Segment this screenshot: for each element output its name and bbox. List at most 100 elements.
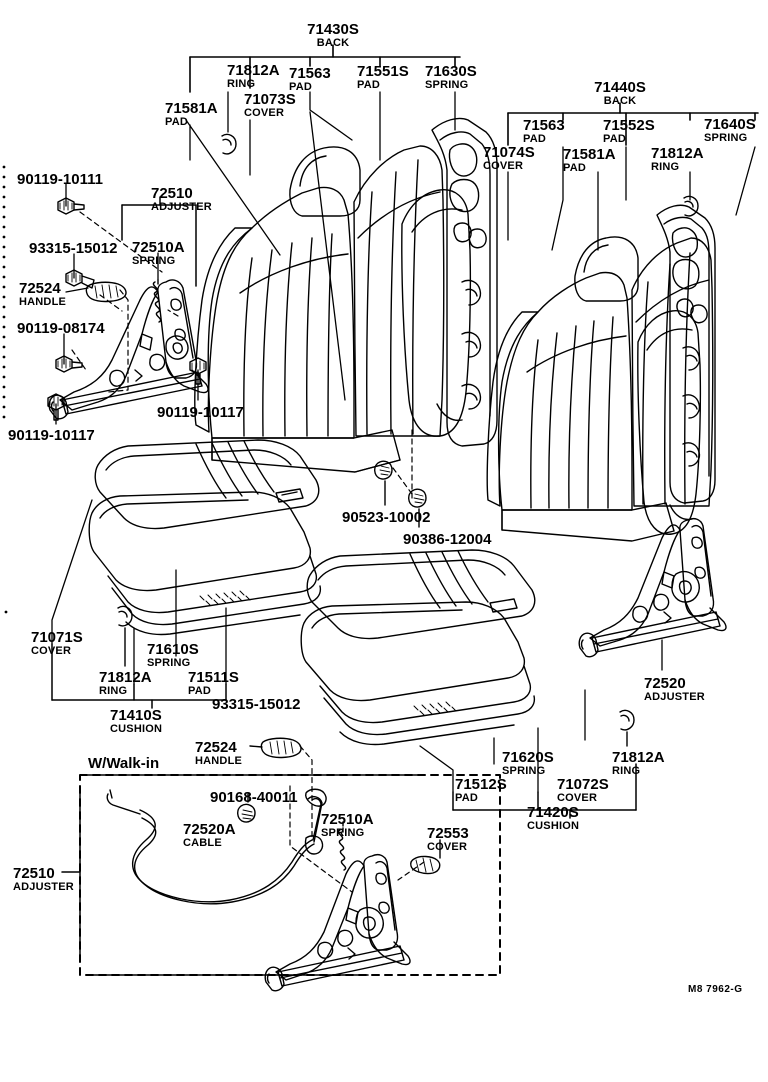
left-seat-back-illustration bbox=[194, 117, 498, 473]
label-71420s-number: 71420S bbox=[527, 804, 579, 821]
label-71620s: 71620S SPRING bbox=[502, 750, 554, 777]
walkin-adjuster-illustration bbox=[264, 821, 411, 992]
label-71812a-back-left-name: RING bbox=[227, 78, 256, 90]
label-71072s-number: 71072S bbox=[557, 776, 609, 793]
label-71074s-name: COVER bbox=[483, 160, 524, 172]
label-71072s-name: COVER bbox=[557, 792, 598, 804]
bracket-71410s bbox=[51, 643, 227, 709]
label-71563-left: 71563 PAD bbox=[289, 66, 331, 93]
label-90119-10111-number: 90119-10111 bbox=[17, 171, 103, 188]
label-90119-10117-right-number: 90119-10117 bbox=[157, 404, 244, 421]
label-90168-40011: 90168-40011 bbox=[210, 790, 298, 805]
label-71620s-name: SPRING bbox=[502, 765, 546, 777]
label-90119-10111: 90119-10111 bbox=[17, 172, 103, 187]
left-adjuster-hardware bbox=[47, 197, 207, 421]
label-90119-10117-right: 90119-10117 bbox=[157, 405, 244, 420]
label-72510a-upper-number: 72510A bbox=[132, 239, 185, 256]
label-72553: 72553 COVER bbox=[427, 826, 469, 853]
label-71073s-name: COVER bbox=[244, 107, 285, 119]
label-71812a-cushion-left: 71812A RING bbox=[99, 670, 152, 697]
label-71440s-name: BACK bbox=[603, 95, 637, 107]
label-72553-name: COVER bbox=[427, 841, 468, 853]
label-71552s-name: PAD bbox=[603, 133, 627, 145]
label-90119-08174: 90119-08174 bbox=[17, 321, 105, 336]
label-71610s: 71610S SPRING bbox=[147, 642, 199, 669]
label-71430s-number: 71430S bbox=[307, 21, 359, 38]
label-71812a-cushion-right-number: 71812A bbox=[612, 749, 665, 766]
left-seat-cushion-illustration bbox=[88, 439, 322, 636]
label-71640s-name: SPRING bbox=[704, 132, 748, 144]
label-93315-15012-upper-number: 93315-15012 bbox=[29, 240, 118, 257]
ring-71812a-cushion-left bbox=[117, 605, 133, 667]
label-71812a-cushion-right: 71812A RING bbox=[612, 750, 665, 777]
label-71551s: 71551S PAD bbox=[357, 64, 409, 91]
label-71071s-number: 71071S bbox=[31, 629, 83, 646]
label-71581a-right: 71581A PAD bbox=[563, 147, 616, 174]
label-71440s-number: 71440S bbox=[594, 79, 646, 96]
label-71512s-name: PAD bbox=[455, 792, 479, 804]
walkin-handle-72524 bbox=[249, 737, 313, 839]
label-93315-15012-lower-number: 93315-15012 bbox=[212, 696, 301, 713]
label-71812a-back-right-name: RING bbox=[651, 161, 680, 173]
label-71581a-left-name: PAD bbox=[165, 116, 189, 128]
label-71812a-cushion-right-name: RING bbox=[612, 765, 641, 777]
label-72520-number: 72520 bbox=[644, 675, 686, 692]
right-seat-back-illustration bbox=[486, 204, 716, 542]
bracket-72510 bbox=[121, 196, 197, 287]
bracket-71440s bbox=[507, 102, 759, 146]
label-71640s: 71640S SPRING bbox=[704, 117, 756, 144]
bracket-71430s bbox=[189, 44, 461, 93]
label-71074s: 71074S COVER bbox=[483, 145, 535, 172]
label-72553-number: 72553 bbox=[427, 825, 469, 842]
label-72510a-upper-name: SPRING bbox=[132, 255, 176, 267]
label-71581a-left-number: 71581A bbox=[165, 100, 218, 117]
label-71812a-back-left-number: 71812A bbox=[227, 62, 280, 79]
label-71812a-cushion-left-number: 71812A bbox=[99, 669, 152, 686]
label-71610s-name: SPRING bbox=[147, 657, 191, 669]
label-71074s-number: 71074S bbox=[483, 144, 535, 161]
label-90523-10002-number: 90523-10002 bbox=[342, 509, 431, 526]
label-72510-walkin-number: 72510 bbox=[13, 865, 55, 882]
right-seat-cushion-illustration bbox=[300, 549, 536, 746]
label-71563-right-name: PAD bbox=[523, 133, 547, 145]
label-71420s: 71420S CUSHION bbox=[527, 805, 579, 832]
label-71812a-back-right: 71812A RING bbox=[651, 146, 704, 173]
label-71410s-name: CUSHION bbox=[110, 723, 163, 735]
leaders-71430s bbox=[185, 91, 456, 401]
label-71071s-name: COVER bbox=[31, 645, 72, 657]
walkin-box-solid-edges bbox=[87, 774, 419, 976]
label-72510a-walkin-number: 72510A bbox=[321, 811, 374, 828]
label-71563-left-number: 71563 bbox=[289, 65, 331, 82]
label-90386-12004: 90386-12004 bbox=[403, 532, 491, 547]
ring-71812a-right bbox=[683, 195, 699, 217]
label-72524-upper-number: 72524 bbox=[19, 280, 61, 297]
label-71812a-cushion-left-name: RING bbox=[99, 685, 128, 697]
cable-72520a bbox=[106, 788, 327, 905]
label-72520a-number: 72520A bbox=[183, 821, 236, 838]
label-71512s: 71512S PAD bbox=[455, 777, 507, 804]
label-71563-right: 71563 PAD bbox=[523, 118, 565, 145]
label-72520a-name: CABLE bbox=[183, 837, 222, 849]
label-72510-upper-name: ADJUSTER bbox=[151, 201, 212, 213]
label-72524-upper: 72524 HANDLE bbox=[19, 281, 66, 308]
label-71581a-right-name: PAD bbox=[563, 162, 587, 174]
label-71072s: 71072S COVER bbox=[557, 777, 609, 804]
label-71511s-number: 71511S bbox=[188, 669, 239, 686]
label-72524-upper-name: HANDLE bbox=[19, 296, 67, 308]
label-72520: 72520 ADJUSTER bbox=[644, 676, 705, 703]
label-71071s: 71071S COVER bbox=[31, 630, 83, 657]
margin-ticks bbox=[2, 165, 8, 614]
label-71581a-left: 71581A PAD bbox=[165, 101, 218, 128]
label-71812a-back-right-number: 71812A bbox=[651, 145, 704, 162]
label-72524-walkin: 72524 HANDLE bbox=[195, 740, 242, 767]
label-71551s-name: PAD bbox=[357, 79, 381, 91]
ring-71812a-cushion-right bbox=[619, 709, 635, 747]
label-72510a-walkin: 72510A SPRING bbox=[321, 812, 374, 839]
label-90119-10117-left-number: 90119-10117 bbox=[8, 427, 95, 444]
label-71551s-number: 71551S bbox=[357, 63, 409, 80]
label-72524-walkin-number: 72524 bbox=[195, 739, 237, 756]
label-72520a: 72520A CABLE bbox=[183, 822, 236, 849]
label-71552s: 71552S PAD bbox=[603, 118, 655, 145]
label-72510-upper-number: 72510 bbox=[151, 185, 193, 202]
